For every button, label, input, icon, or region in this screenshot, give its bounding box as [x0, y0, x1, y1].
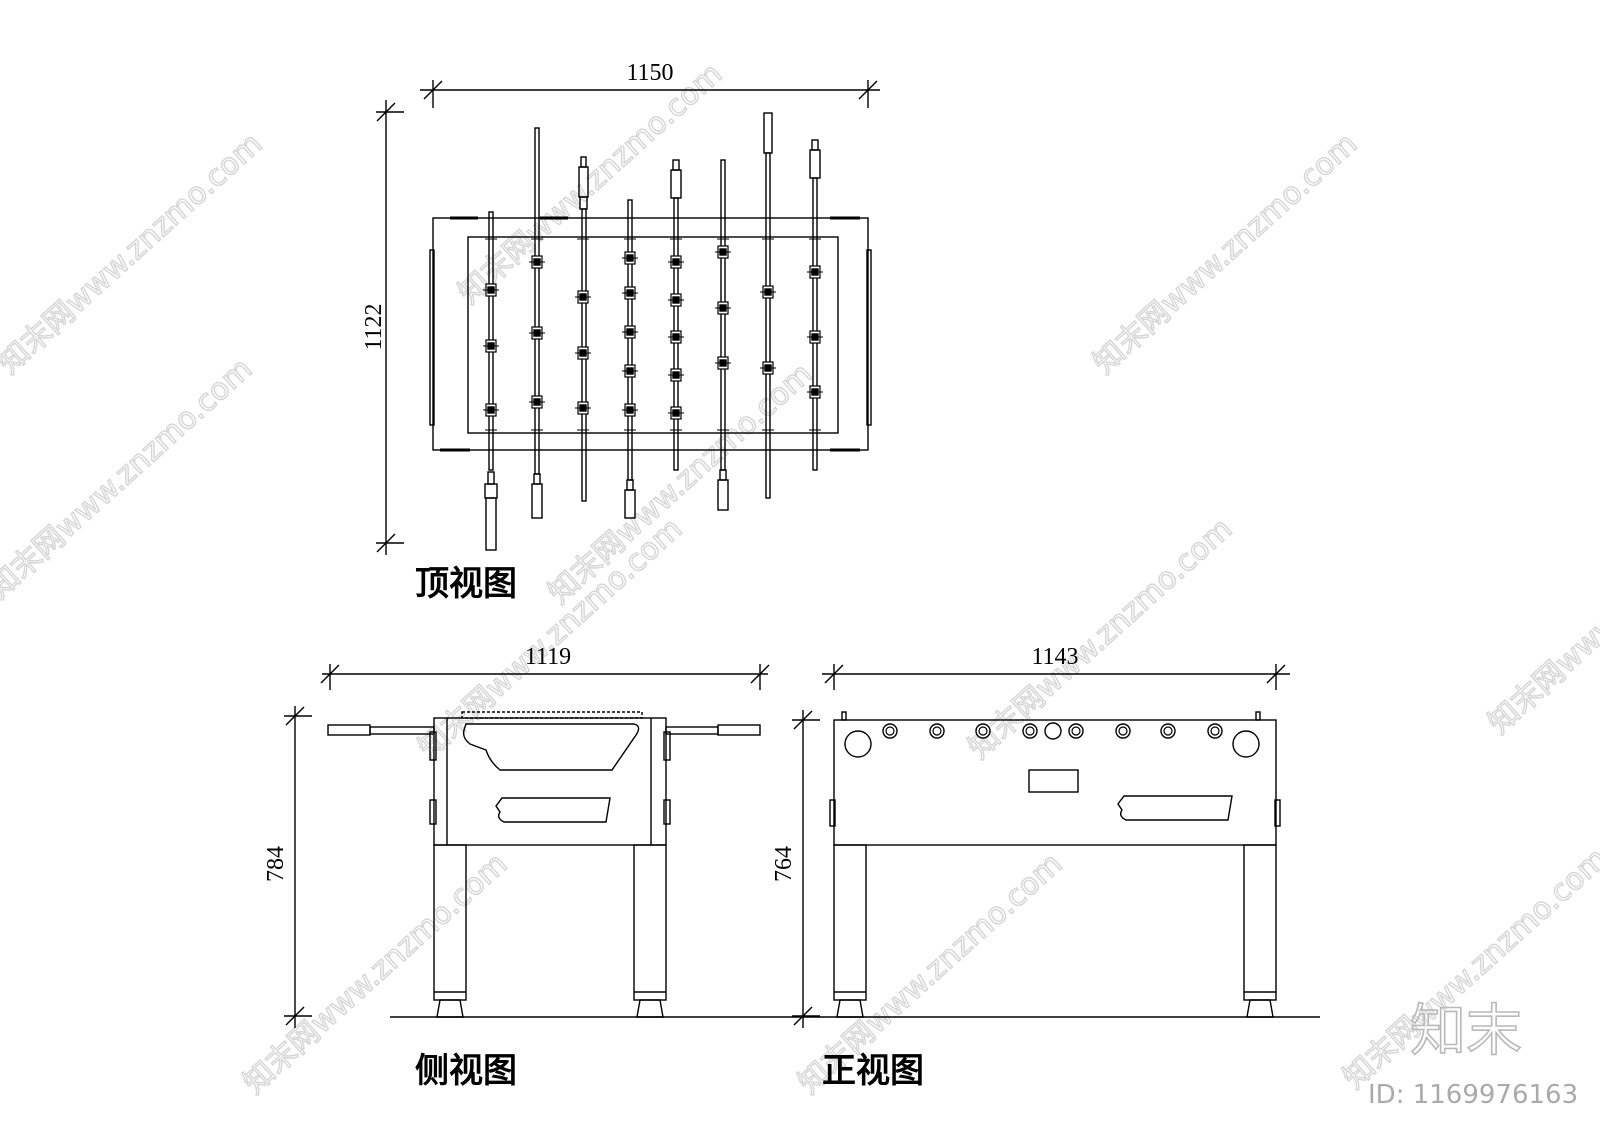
side-cabinet: [433, 717, 667, 846]
top-view-title: 顶视图: [415, 564, 517, 604]
watermark-text: 知末网www.znzmo.com: [412, 511, 689, 766]
front-height-label: 764: [771, 846, 797, 882]
table-frame: [432, 217, 869, 451]
image-id-label: ID: 1169976163: [1368, 1080, 1578, 1110]
front-view: [790, 664, 1320, 1028]
front-width-label: 1143: [1031, 644, 1078, 670]
brand-logo: 知末: [1410, 999, 1522, 1064]
playing-field: [467, 236, 839, 434]
score-panel: [1028, 769, 1079, 793]
top-depth-label: 1122: [361, 303, 387, 350]
front-view-title: 正视图: [822, 1051, 924, 1091]
dimension-side-height: [284, 706, 312, 1028]
side-view-title: 侧视图: [415, 1051, 517, 1091]
dimension-top-depth: [376, 100, 404, 555]
rods: [484, 112, 821, 551]
watermark-text: 知末网www.znzmo.com: [0, 351, 259, 606]
side-width-label: 1119: [525, 644, 571, 670]
watermark-text: 知末网www.znzmo.com: [1087, 126, 1364, 381]
watermark-text: 知末网www.znzmo.com: [0, 126, 269, 381]
watermarks: 知末网www.znzmo.com 知末网www.znzmo.com 知末网www…: [0, 56, 1600, 1102]
dimension-top-width: [420, 80, 880, 108]
dimension-side-width: [320, 664, 770, 690]
top-view: [376, 80, 880, 555]
side-view: [284, 664, 790, 1028]
rod-knobs: [882, 722, 1223, 740]
rod-bumpers: [485, 238, 821, 431]
side-leg-right: [633, 844, 667, 1001]
front-leg-right: [1243, 844, 1277, 1001]
front-leg-left: [833, 844, 867, 1001]
watermark-text: 知末网www.znzmo.com: [1482, 486, 1600, 741]
watermark-text: 知末网www.znzmo.com: [962, 511, 1239, 766]
top-width-label: 1150: [626, 60, 673, 86]
dimension-front-height: [792, 710, 820, 1028]
dimension-front-width: [822, 664, 1290, 690]
watermark-text: 知末网www.znzmo.com: [542, 356, 819, 611]
side-height-label: 784: [263, 846, 289, 882]
front-cabinet: [833, 719, 1277, 846]
